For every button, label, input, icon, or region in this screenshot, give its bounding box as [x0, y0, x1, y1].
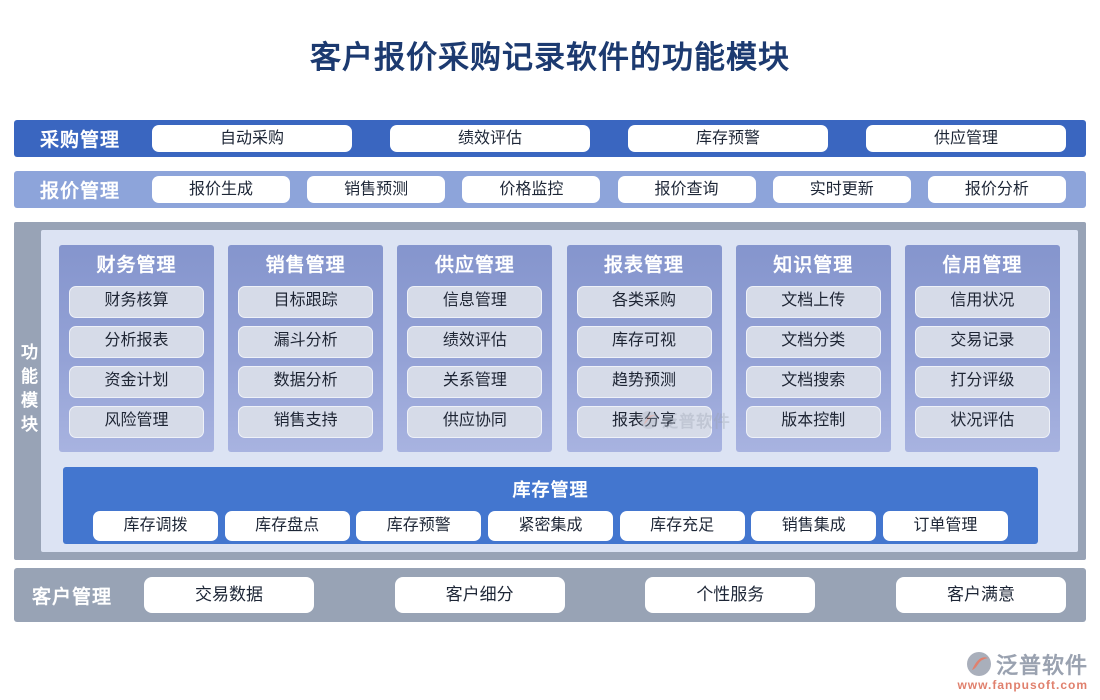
module-item[interactable]: 信息管理 [407, 286, 543, 318]
module-item[interactable]: 销售支持 [238, 406, 374, 438]
inventory-section-label: 库存管理 [512, 480, 589, 500]
inventory-warning-button[interactable]: 库存预警 [628, 125, 828, 152]
module-item[interactable]: 关系管理 [407, 366, 543, 398]
module-item[interactable]: 漏斗分析 [238, 326, 374, 358]
column-header: 报表管理 [604, 255, 685, 276]
column-header: 财务管理 [96, 255, 177, 276]
sales-forecast-button[interactable]: 销售预测 [307, 176, 446, 203]
side-strip: 功能模块 [14, 222, 41, 560]
inventory-count-button[interactable]: 库存盘点 [224, 511, 350, 541]
fanpu-logo-icon [966, 652, 991, 676]
module-item[interactable]: 风险管理 [69, 406, 204, 438]
inventory-transfer-button[interactable]: 库存调拨 [93, 511, 218, 541]
price-monitoring-button[interactable]: 价格监控 [462, 176, 601, 203]
quotation-row: 报价管理 报价生成 销售预测 价格监控 报价查询 实时更新 报价分析 [14, 171, 1086, 208]
inventory-buttons: 库存调拨 库存盘点 库存预警 紧密集成 库存充足 销售集成 订单管理 [63, 502, 1038, 541]
page-title: 客户报价采购记录软件的功能模块 [310, 40, 790, 75]
module-item[interactable]: 报表分享 [576, 406, 712, 438]
column-header: 供应管理 [434, 255, 515, 276]
supply-management-button[interactable]: 供应管理 [866, 125, 1066, 152]
quote-analysis-button[interactable]: 报价分析 [927, 176, 1066, 203]
procurement-row: 采购管理 自动采购 绩效评估 库存预警 供应管理 [14, 120, 1086, 157]
customer-buttons: 交易数据 客户细分 个性服务 客户满意 [144, 577, 1086, 613]
module-item[interactable]: 状况评估 [914, 406, 1050, 438]
column-credit: 信用管理 信用状况 交易记录 打分评级 状况评估 [904, 245, 1060, 452]
module-item[interactable]: 绩效评估 [407, 326, 543, 358]
module-item[interactable]: 供应协同 [407, 406, 543, 438]
order-management-button[interactable]: 订单管理 [882, 511, 1008, 541]
customer-row: 客户管理 交易数据 客户细分 个性服务 客户满意 [14, 568, 1086, 622]
transaction-data-button[interactable]: 交易数据 [144, 577, 314, 613]
inventory-sufficient-button[interactable]: 库存充足 [619, 511, 745, 541]
module-item[interactable]: 分析报表 [69, 326, 204, 358]
function-modules-panel: 财务管理 财务核算 分析报表 资金计划 风险管理 销售管理 目标跟踪 漏斗分析 … [41, 230, 1078, 552]
column-supply: 供应管理 信息管理 绩效评估 关系管理 供应协同 [397, 245, 553, 452]
customer-satisfaction-button[interactable]: 客户满意 [895, 577, 1066, 613]
module-item[interactable]: 交易记录 [914, 326, 1050, 358]
brand-url: www.fanpusoft.com [957, 678, 1088, 692]
column-sales: 销售管理 目标跟踪 漏斗分析 数据分析 销售支持 [228, 245, 384, 452]
inventory-warning-button[interactable]: 库存预警 [356, 511, 482, 541]
procurement-row-label: 采购管理 [40, 130, 121, 151]
column-knowledge: 知识管理 文档上传 文档分类 文档搜索 版本控制 [735, 245, 891, 452]
module-item[interactable]: 文档分类 [745, 326, 881, 358]
tight-integration-button[interactable]: 紧密集成 [487, 511, 613, 541]
performance-evaluation-button[interactable]: 绩效评估 [390, 125, 590, 152]
module-item[interactable]: 信用状况 [914, 286, 1050, 318]
module-item[interactable]: 目标跟踪 [238, 286, 374, 318]
footer-brand: 泛普软件 www.fanpusoft.com [957, 648, 1088, 692]
quote-query-button[interactable]: 报价查询 [617, 176, 756, 203]
module-item[interactable]: 数据分析 [238, 366, 374, 398]
module-item[interactable]: 版本控制 [745, 406, 881, 438]
auto-procurement-button[interactable]: 自动采购 [152, 125, 352, 152]
quote-generation-button[interactable]: 报价生成 [152, 176, 290, 203]
module-item[interactable]: 各类采购 [576, 286, 712, 318]
customer-segmentation-button[interactable]: 客户细分 [394, 577, 565, 613]
column-header: 信用管理 [942, 255, 1023, 276]
inventory-section: 库存管理 库存调拨 库存盘点 库存预警 紧密集成 库存充足 销售集成 订单管理 [63, 467, 1038, 544]
module-columns: 财务管理 财务核算 分析报表 资金计划 风险管理 销售管理 目标跟踪 漏斗分析 … [41, 230, 1078, 452]
function-modules-side-label: 功能模块 [18, 343, 37, 439]
column-header: 知识管理 [773, 255, 854, 276]
module-item[interactable]: 库存可视 [576, 326, 712, 358]
column-finance: 财务管理 财务核算 分析报表 资金计划 风险管理 [59, 245, 214, 452]
sales-integration-button[interactable]: 销售集成 [751, 511, 877, 541]
procurement-buttons: 自动采购 绩效评估 库存预警 供应管理 [152, 125, 1086, 152]
module-item[interactable]: 趋势预测 [576, 366, 712, 398]
personalized-service-button[interactable]: 个性服务 [645, 577, 816, 613]
quotation-buttons: 报价生成 销售预测 价格监控 报价查询 实时更新 报价分析 [152, 176, 1086, 203]
column-header: 销售管理 [265, 255, 346, 276]
module-item[interactable]: 文档搜索 [745, 366, 881, 398]
module-item[interactable]: 财务核算 [69, 286, 204, 318]
customer-row-label: 客户管理 [32, 586, 113, 608]
brand-name: 泛普软件 [995, 653, 1088, 678]
realtime-update-button[interactable]: 实时更新 [772, 176, 911, 203]
module-item[interactable]: 文档上传 [745, 286, 881, 318]
module-item[interactable]: 打分评级 [914, 366, 1050, 398]
module-item[interactable]: 资金计划 [69, 366, 204, 398]
quotation-row-label: 报价管理 [40, 181, 121, 202]
column-report: 报表管理 各类采购 库存可视 趋势预测 报表分享 [566, 245, 722, 452]
function-modules-container: 功能模块 财务管理 财务核算 分析报表 资金计划 风险管理 销售管理 目标跟踪 … [14, 222, 1086, 560]
